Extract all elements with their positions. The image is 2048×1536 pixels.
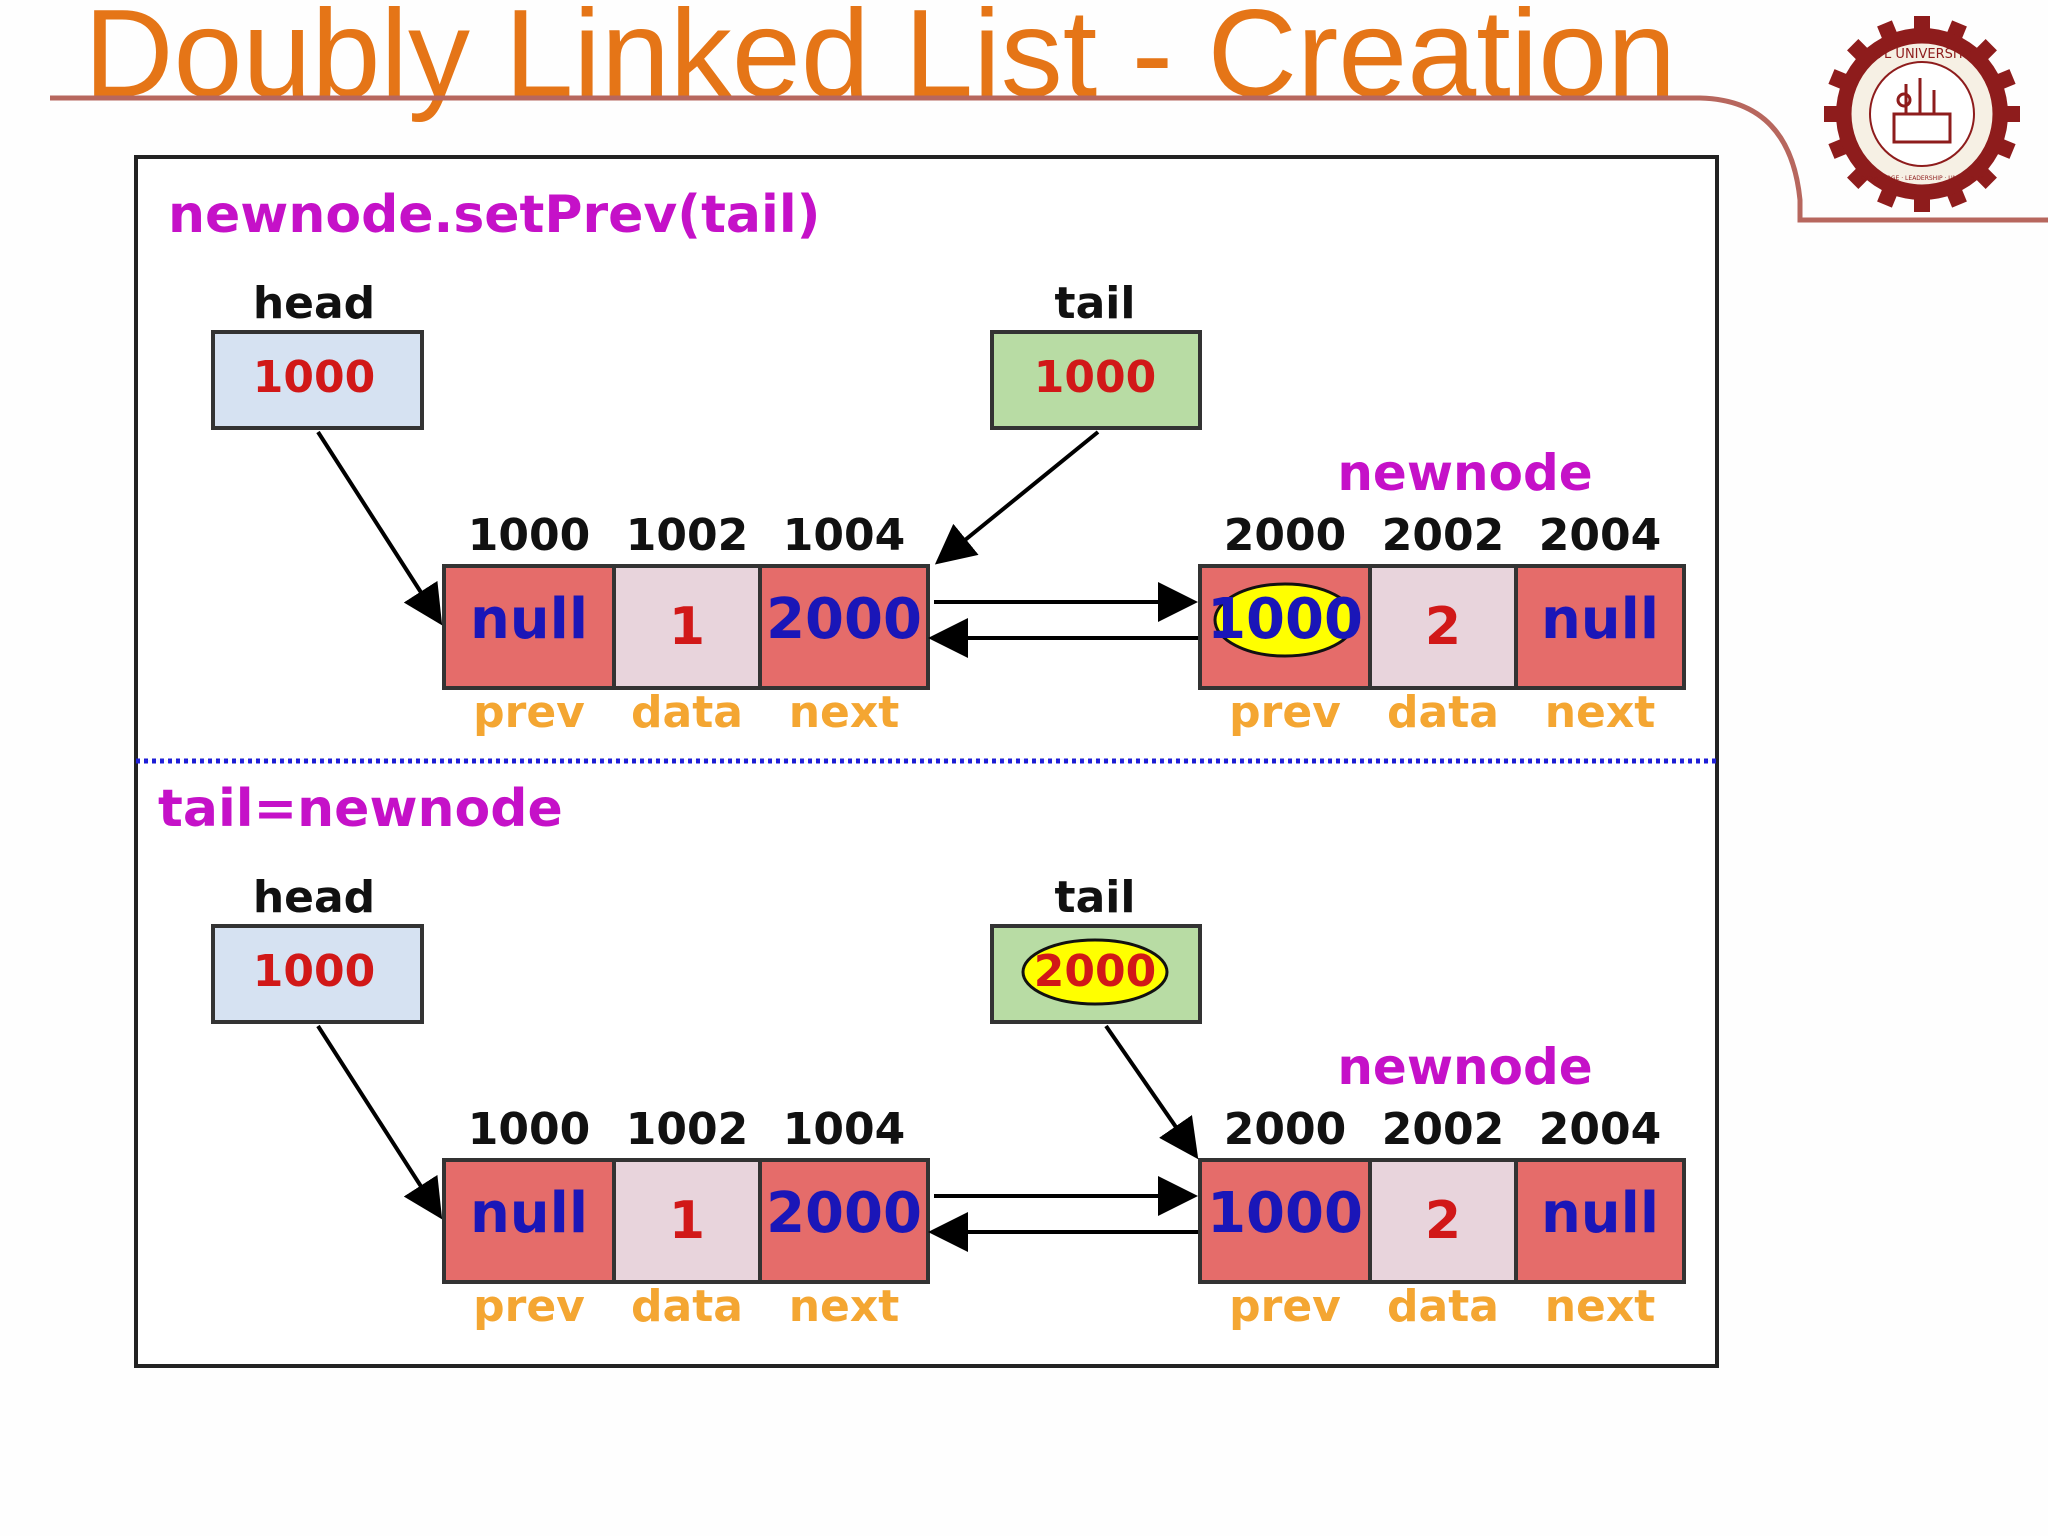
address-label: 1004 bbox=[783, 1104, 905, 1155]
head-arrow bbox=[316, 430, 443, 626]
cell-value: 1 bbox=[669, 1191, 705, 1251]
panel-2: tail=newnode head 1000 tail 2000 newnode 1000 n… bbox=[158, 779, 1686, 1332]
logo-ring-text: KNOWLEDGE · LEADERSHIP · UNIVERSITY bbox=[1860, 175, 1984, 182]
cell-value: null bbox=[1541, 1181, 1659, 1246]
panel-1: newnode.setPrev(tail) head 1000 tail 1000 new… bbox=[168, 185, 1686, 738]
node-cell-data bbox=[1368, 564, 1518, 690]
head-arrow bbox=[316, 1024, 443, 1220]
node-2: 2000 1000 prev 2002 2 data 2004 null next bbox=[1198, 1104, 1686, 1332]
slide-title: Doubly Linked List - Creation bbox=[84, 0, 1677, 123]
address-label: 2004 bbox=[1539, 510, 1661, 561]
cell-value: null bbox=[470, 587, 588, 652]
section-label: tail=newnode bbox=[158, 779, 563, 839]
field-label: data bbox=[1387, 1281, 1499, 1332]
address-label: 2000 bbox=[1224, 510, 1346, 561]
node-cell-prev bbox=[1198, 1158, 1372, 1284]
field-label: data bbox=[631, 687, 743, 738]
cell-value: 1 bbox=[669, 597, 705, 657]
head-value: 1000 bbox=[253, 352, 375, 403]
node-1: 1000 null prev 1002 1 data 1004 2000 next bbox=[442, 510, 930, 738]
node-cell-next bbox=[1514, 564, 1686, 690]
cell-value: 1000 bbox=[1207, 587, 1363, 652]
head-label: head bbox=[253, 872, 375, 923]
node-cell-next bbox=[758, 1158, 930, 1284]
address-label: 2000 bbox=[1224, 1104, 1346, 1155]
address-label: 1000 bbox=[468, 1104, 590, 1155]
node-1: 1000 null prev 1002 1 data 1004 2000 next bbox=[442, 1104, 930, 1332]
cell-value: 2000 bbox=[766, 1181, 922, 1246]
head-box bbox=[211, 924, 424, 1024]
address-label: 2002 bbox=[1382, 1104, 1504, 1155]
node-cell-prev bbox=[442, 564, 616, 690]
newnode-label: newnode bbox=[1337, 444, 1592, 502]
field-label: next bbox=[1545, 687, 1656, 738]
node-cell-data bbox=[612, 564, 762, 690]
cell-value: 2 bbox=[1425, 597, 1461, 657]
address-label: 1002 bbox=[626, 510, 748, 561]
tail-label: tail bbox=[1055, 872, 1136, 923]
field-label: data bbox=[1387, 687, 1499, 738]
head-box bbox=[211, 330, 424, 430]
head-value: 1000 bbox=[253, 946, 375, 997]
tail-highlight bbox=[1021, 938, 1169, 1006]
tail-arrow bbox=[934, 430, 1100, 565]
logo-text: K L UNIVERSITY bbox=[1871, 47, 1972, 62]
node-cell-data bbox=[1368, 1158, 1518, 1284]
cell-value: null bbox=[470, 1181, 588, 1246]
title-underline bbox=[50, 95, 2048, 223]
newnode-label: newnode bbox=[1337, 1038, 1592, 1096]
address-label: 2002 bbox=[1382, 510, 1504, 561]
node-2: 2000 1000 prev 2002 2 data 2004 null next bbox=[1198, 510, 1686, 738]
tail-arrow bbox=[1104, 1024, 1199, 1160]
node-cell-data bbox=[612, 1158, 762, 1284]
tail-box bbox=[990, 330, 1202, 430]
cell-highlight bbox=[1213, 582, 1357, 658]
address-label: 1004 bbox=[783, 510, 905, 561]
tail-value: 1000 bbox=[1034, 352, 1156, 403]
node-cell-next bbox=[1514, 1158, 1686, 1284]
field-label: prev bbox=[473, 1281, 585, 1332]
field-label: next bbox=[789, 1281, 900, 1332]
field-label: prev bbox=[473, 687, 585, 738]
university-logo: K L UNIVERSITY KNOWLEDGE · LEADERSHIP · … bbox=[1824, 16, 2020, 212]
field-label: prev bbox=[1229, 687, 1341, 738]
tail-label: tail bbox=[1055, 278, 1136, 329]
field-label: data bbox=[631, 1281, 743, 1332]
factory-icon bbox=[1892, 78, 1952, 144]
cell-value: 2 bbox=[1425, 1191, 1461, 1251]
field-label: next bbox=[789, 687, 900, 738]
section-label: newnode.setPrev(tail) bbox=[168, 185, 820, 245]
field-label: next bbox=[1545, 1281, 1656, 1332]
cell-value: 1000 bbox=[1207, 1181, 1363, 1246]
cell-value: null bbox=[1541, 587, 1659, 652]
tail-value: 2000 bbox=[1034, 946, 1156, 997]
address-label: 1000 bbox=[468, 510, 590, 561]
address-label: 2004 bbox=[1539, 1104, 1661, 1155]
field-label: prev bbox=[1229, 1281, 1341, 1332]
cell-value: 2000 bbox=[766, 587, 922, 652]
address-label: 1002 bbox=[626, 1104, 748, 1155]
head-label: head bbox=[253, 278, 375, 329]
